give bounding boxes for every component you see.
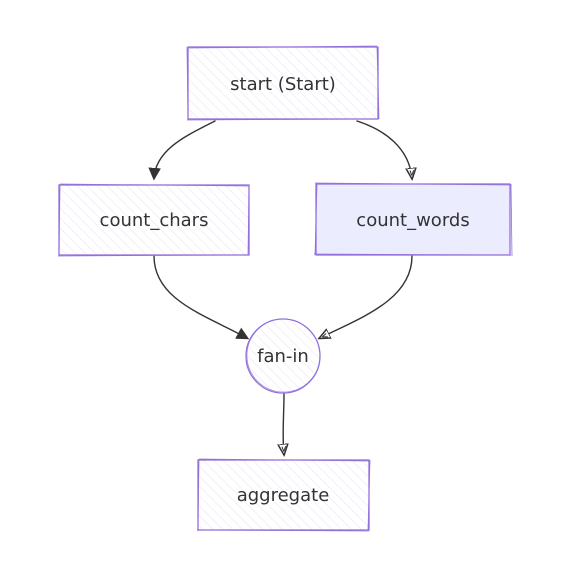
node-aggregate[interactable]: aggregate xyxy=(196,458,371,532)
edge-count-chars-to-fan-in xyxy=(153,255,250,340)
node-count-words[interactable]: count_words xyxy=(313,182,513,257)
node-start[interactable]: start (Start) xyxy=(186,45,380,121)
node-count-chars-label: count_chars xyxy=(100,210,209,231)
node-count-words-label: count_words xyxy=(356,210,469,231)
node-fan-in[interactable]: fan-in xyxy=(245,318,321,394)
node-count-chars[interactable]: count_chars xyxy=(57,183,250,257)
edge-start-to-count-chars xyxy=(148,120,216,181)
edge-fan-in-to-aggregate xyxy=(283,393,284,454)
edge-count-words-to-fan-in xyxy=(320,255,413,338)
node-aggregate-label: aggregate xyxy=(237,485,330,506)
node-fan-in-label: fan-in xyxy=(257,346,309,367)
edges xyxy=(148,120,413,454)
edge-start-to-count-words xyxy=(356,120,412,178)
node-start-label: start (Start) xyxy=(230,74,336,95)
